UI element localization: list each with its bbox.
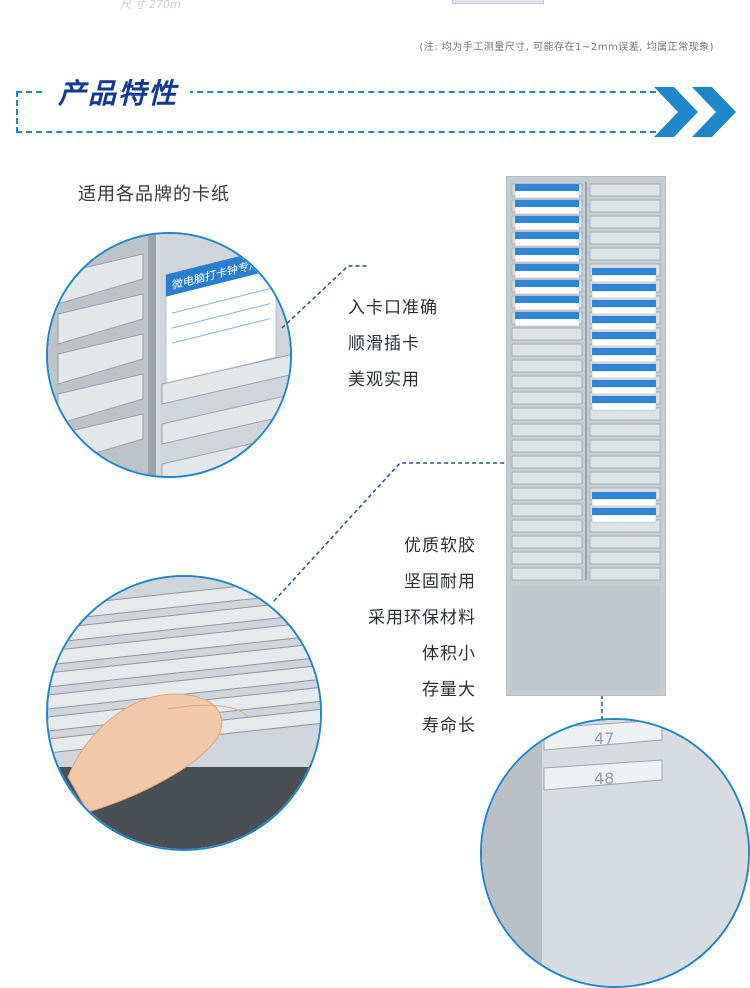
rack-slot — [589, 183, 661, 197]
rack-slot — [511, 487, 583, 501]
closeup-hand-image — [48, 577, 320, 849]
feature-list-3: 采用环保材料 体积小 存量大 寿命长 — [338, 600, 476, 744]
section-title: 产品特性 — [46, 72, 191, 112]
top-fragment-text: 尺 寸 270m — [120, 0, 181, 11]
time-card — [514, 279, 580, 295]
feature-item: 坚固耐用 — [404, 572, 476, 592]
slot-number-47: 47 — [594, 729, 614, 748]
rack-cards-right — [591, 267, 657, 523]
card-rack-product — [506, 176, 666, 696]
closeup-numbers-image: 47 48 — [482, 720, 748, 986]
rack-slot — [589, 551, 661, 565]
time-card — [591, 379, 657, 395]
rack-slot — [589, 567, 661, 581]
time-card — [591, 363, 657, 379]
feature-item: 优质软胶 — [404, 536, 476, 556]
rack-slot — [511, 535, 583, 549]
time-card — [514, 247, 580, 263]
closeup-card-image: 微电脑打卡钟专用 — [48, 234, 290, 476]
feature-item: 体积小 — [422, 644, 476, 664]
rack-slot — [589, 247, 661, 261]
feature-item: 采用环保材料 — [368, 608, 476, 628]
time-card — [591, 395, 657, 411]
time-card — [591, 267, 657, 283]
closeup-circle-hand — [46, 575, 322, 851]
rack-slot — [511, 567, 583, 581]
closeup-circle-numbers: 47 48 — [480, 718, 750, 988]
time-card — [514, 231, 580, 247]
header-dashed-frame — [16, 91, 656, 133]
rack-slot — [511, 471, 583, 485]
rack-slot — [511, 519, 583, 533]
rack-slot — [511, 423, 583, 437]
closeup-circle-card: 微电脑打卡钟专用 — [46, 232, 292, 478]
feature-item: 美观实用 — [348, 370, 420, 390]
rack-slot — [589, 199, 661, 213]
time-card — [591, 283, 657, 299]
time-card — [591, 507, 657, 523]
feature-list-2: 优质软胶 坚固耐用 — [388, 528, 476, 600]
time-card — [591, 347, 657, 363]
rack-slot — [511, 503, 583, 517]
rack-slot — [589, 215, 661, 229]
time-card — [514, 199, 580, 215]
rack-slot — [511, 359, 583, 373]
time-card — [591, 491, 657, 507]
rack-slot — [511, 455, 583, 469]
caption-card-brands: 适用各品牌的卡纸 — [78, 184, 230, 205]
rack-slot — [511, 327, 583, 341]
feature-item: 存量大 — [422, 680, 476, 700]
rack-slot — [511, 551, 583, 565]
time-card — [591, 315, 657, 331]
slot-number-48: 48 — [594, 769, 614, 788]
feature-item: 顺滑插卡 — [348, 334, 420, 354]
connector-line-1 — [281, 265, 368, 329]
time-card — [514, 215, 580, 231]
time-card — [514, 311, 580, 327]
time-card — [514, 263, 580, 279]
rack-slot — [511, 407, 583, 421]
rack-slot — [511, 439, 583, 453]
rack-slot — [589, 535, 661, 549]
rack-slot — [511, 375, 583, 389]
time-card — [514, 183, 580, 199]
time-card — [591, 331, 657, 347]
top-fragment-bar — [452, 0, 544, 4]
rack-slot — [511, 343, 583, 357]
feature-item: 寿命长 — [422, 716, 476, 736]
rack-slot — [589, 423, 661, 437]
rack-slot — [589, 231, 661, 245]
time-card — [514, 295, 580, 311]
rack-slot — [511, 391, 583, 405]
rack-slot — [589, 439, 661, 453]
rack-slot — [589, 471, 661, 485]
time-card — [591, 299, 657, 315]
feature-item: 入卡口准确 — [348, 298, 438, 318]
rack-slot — [589, 455, 661, 469]
rack-cards-left — [514, 183, 580, 327]
double-chevron-icon — [654, 87, 736, 137]
feature-list-1: 入卡口准确 顺滑插卡 美观实用 — [348, 290, 438, 398]
measurement-note: (注: 均为手工测量尺寸, 可能存在1~2mm误差, 均属正常现象) — [419, 42, 714, 53]
